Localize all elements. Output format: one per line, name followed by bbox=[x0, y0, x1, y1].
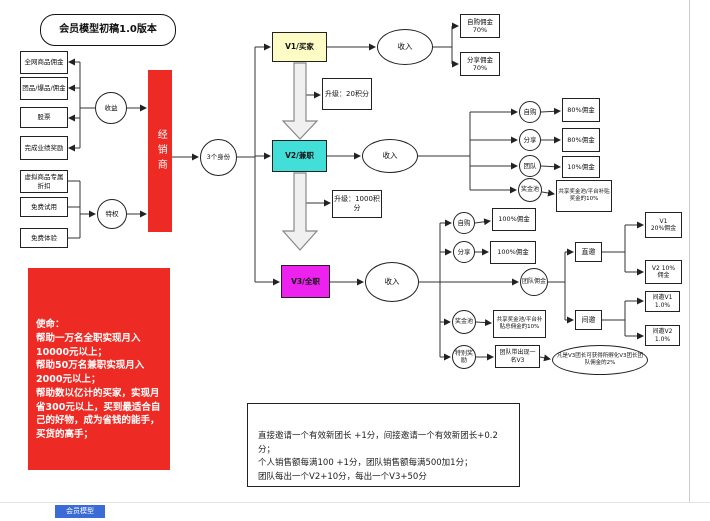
privilege-item[interactable]: 免费试用 bbox=[20, 197, 68, 217]
v1-income-ellipse[interactable]: 收入 bbox=[377, 29, 433, 65]
mission-box[interactable]: 使命： 帮助一万名全职实现月入10000元以上； 帮助50万名兼职实现月入200… bbox=[28, 268, 170, 470]
v2-box[interactable]: V2/兼职 bbox=[272, 140, 327, 172]
sheet-bar-divider bbox=[0, 502, 710, 503]
v3-box[interactable]: V3/全职 bbox=[281, 265, 330, 298]
page-edge-line bbox=[689, 0, 690, 503]
v1-outcome[interactable]: 自购佣金 70% bbox=[460, 14, 500, 38]
big-arrow-v2-to-v3 bbox=[281, 172, 319, 251]
indirect-invite-box[interactable]: 间邀 bbox=[575, 310, 602, 330]
v3-outcome[interactable]: 100%佣金 bbox=[490, 241, 536, 264]
v2-channel-circle[interactable]: 自购 bbox=[519, 101, 541, 123]
v3-note-ellipse[interactable]: 凡是V3团长可获得所孵化V3团长团队佣金的2% bbox=[552, 345, 648, 375]
v2-channel-circle[interactable]: 奖金池 bbox=[518, 178, 542, 202]
identity-circle[interactable]: 3个身份 bbox=[200, 139, 237, 176]
direct-invite-outcome[interactable]: V1 20%佣金 bbox=[645, 212, 682, 238]
v3-channel-circle[interactable]: 奖金池 bbox=[452, 310, 476, 334]
v3-outcome[interactable]: 100%佣金 bbox=[492, 208, 536, 231]
v1-upgrade-box[interactable]: 升级：20积分 bbox=[322, 78, 372, 110]
v3-outcome[interactable]: 共享奖金池/平台补贴总佣金的10% bbox=[493, 310, 546, 338]
v3-team-commission-circle[interactable]: 团队佣金 bbox=[520, 268, 548, 296]
v2-outcome[interactable]: 80%佣金 bbox=[562, 128, 600, 152]
distributor-bar[interactable]: 经销商 bbox=[148, 70, 172, 232]
indirect-invite-outcome[interactable]: 间邀V1 1.0% bbox=[645, 291, 680, 312]
diagram-title[interactable]: 会员模型初稿1.0版本 bbox=[40, 14, 176, 46]
v2-outcome[interactable]: 80%佣金 bbox=[562, 98, 600, 122]
v2-outcome[interactable]: 10%佣金 bbox=[562, 156, 600, 178]
v1-outcome[interactable]: 分享佣金 70% bbox=[460, 52, 500, 76]
big-arrow-v1-to-v2 bbox=[281, 62, 319, 140]
privilege-circle[interactable]: 特权 bbox=[97, 199, 127, 229]
direct-invite-box[interactable]: 直邀 bbox=[575, 242, 602, 262]
indirect-invite-outcome[interactable]: 间邀V2 1.0% bbox=[645, 325, 680, 346]
v2-channel-circle[interactable]: 团队 bbox=[519, 155, 541, 177]
privilege-item[interactable]: 免费体验 bbox=[20, 228, 68, 248]
v3-outcome[interactable]: 团队带出现一名V3 bbox=[495, 345, 540, 368]
v3-income-ellipse[interactable]: 收入 bbox=[365, 262, 419, 302]
v3-channel-circle[interactable]: 分享 bbox=[453, 241, 475, 263]
benefit-circle[interactable]: 收益 bbox=[95, 92, 127, 124]
benefit-item[interactable]: 完成业绩奖励 bbox=[20, 136, 68, 160]
benefit-item[interactable]: 团品/爆品/佣金 bbox=[20, 77, 68, 100]
v1-box[interactable]: V1/买家 bbox=[272, 32, 327, 62]
v2-channel-circle[interactable]: 分享 bbox=[519, 129, 541, 151]
sheet-tab[interactable]: 会员模型 bbox=[55, 505, 105, 518]
v2-outcome[interactable]: 共享奖金池/平台补贴奖金的10% bbox=[556, 180, 612, 212]
v2-upgrade-box[interactable]: 升级：1000积分 bbox=[332, 190, 382, 218]
rules-box[interactable]: 直接邀请一个有效新团长 +1分，间接邀请一个有效新团长+0.2分； 个人销售额每… bbox=[247, 403, 520, 487]
direct-invite-outcome[interactable]: V2 10% 佣金 bbox=[645, 260, 682, 284]
v2-income-ellipse[interactable]: 收入 bbox=[362, 139, 418, 173]
benefit-item[interactable]: 股票 bbox=[20, 107, 68, 128]
benefit-item[interactable]: 全网商品佣金 bbox=[20, 51, 68, 74]
privilege-item[interactable]: 虚拟商品专属折扣 bbox=[20, 170, 68, 193]
v3-channel-circle[interactable]: 特别奖励 bbox=[452, 345, 476, 369]
v3-channel-circle[interactable]: 自购 bbox=[453, 212, 475, 234]
